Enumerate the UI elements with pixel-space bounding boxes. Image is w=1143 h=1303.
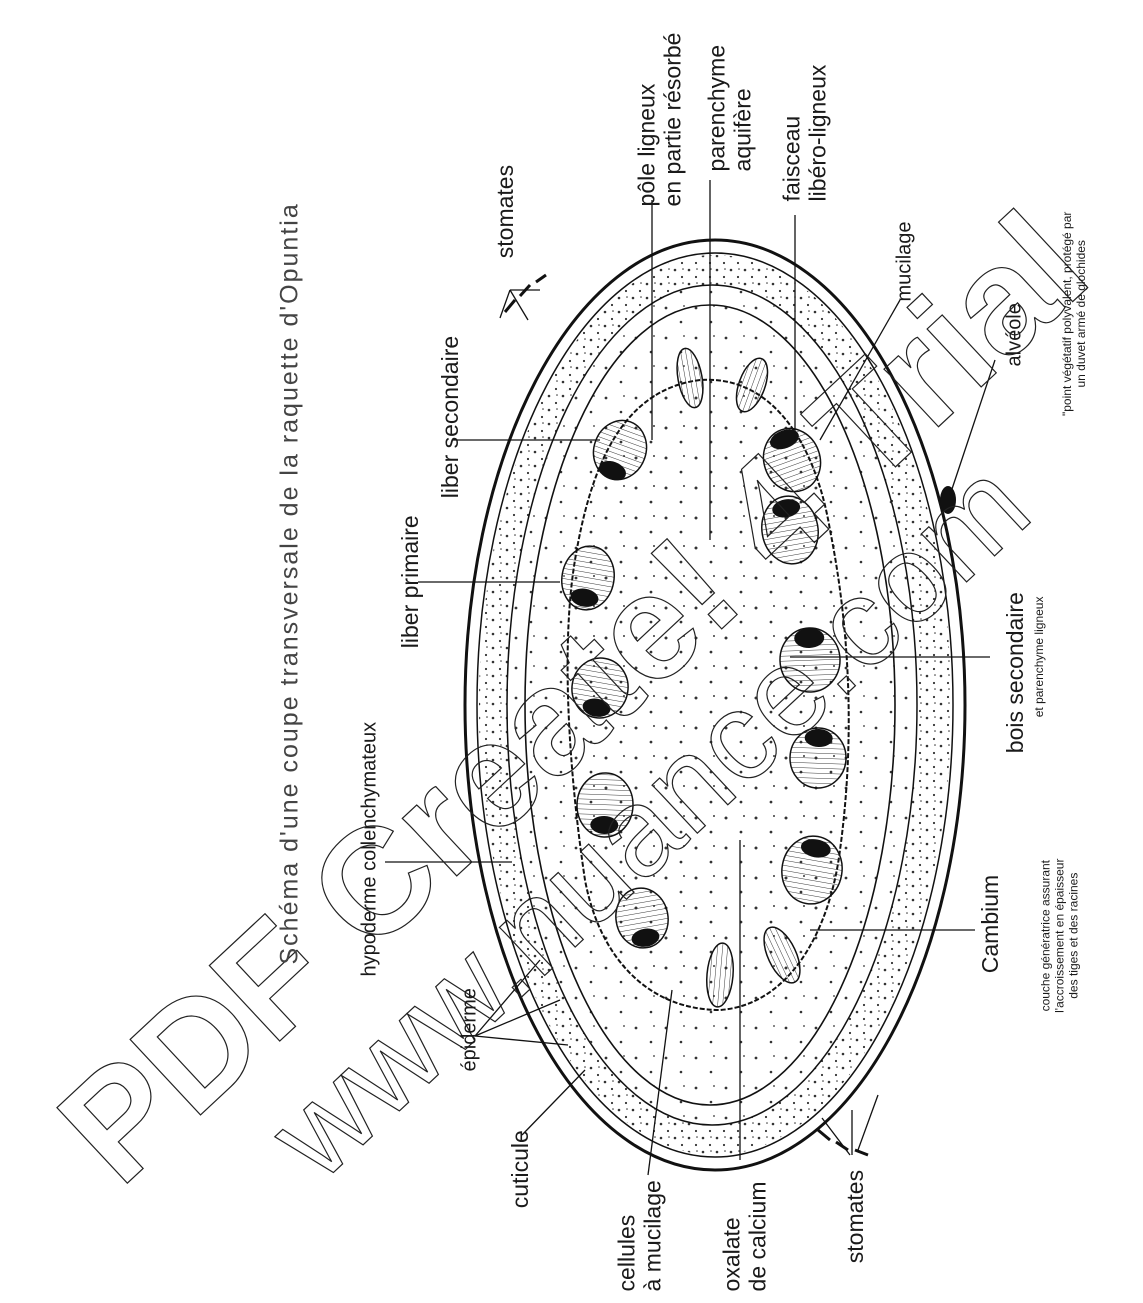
label-liber-primaire: liber primaire bbox=[397, 508, 423, 648]
label-alveole: alvéole bbox=[1004, 277, 1027, 367]
label-alveole-note: "point végétatif polyvalent, protégé par… bbox=[1061, 184, 1089, 444]
label-parenchyme: parenchyme aquifère bbox=[704, 41, 757, 171]
label-faisceau: faisceau libéro-ligneux bbox=[779, 51, 832, 201]
label-epiderme: épiderme bbox=[459, 972, 482, 1072]
label-bois-note: et parenchyme ligneux bbox=[1033, 577, 1047, 737]
label-bois-secondaire: bois secondaire bbox=[1002, 583, 1028, 753]
label-cuticule: cuticule bbox=[507, 1118, 533, 1208]
label-liber-secondaire: liber secondaire bbox=[437, 328, 463, 498]
stomata-marks-top bbox=[505, 275, 546, 312]
label-pole-ligneux: pôle ligneux en partie résorbé bbox=[634, 6, 687, 206]
label-oxalate: oxalate de calcium bbox=[719, 1161, 772, 1291]
label-hypoderme: hypoderme collenchymateux bbox=[359, 717, 382, 977]
diagram-title: Schéma d'une coupe transversale de la ra… bbox=[276, 345, 305, 965]
label-mucilage: mucilage bbox=[894, 212, 917, 302]
label-cambium-note: couche génératrice assurant l'accroissem… bbox=[1039, 836, 1080, 1036]
label-stomates-bottom: stomates bbox=[842, 1163, 868, 1263]
label-cellules: cellules à mucilage bbox=[614, 1151, 667, 1291]
label-cambium: Cambium bbox=[977, 863, 1003, 973]
label-stomates-top: stomates bbox=[492, 168, 518, 258]
